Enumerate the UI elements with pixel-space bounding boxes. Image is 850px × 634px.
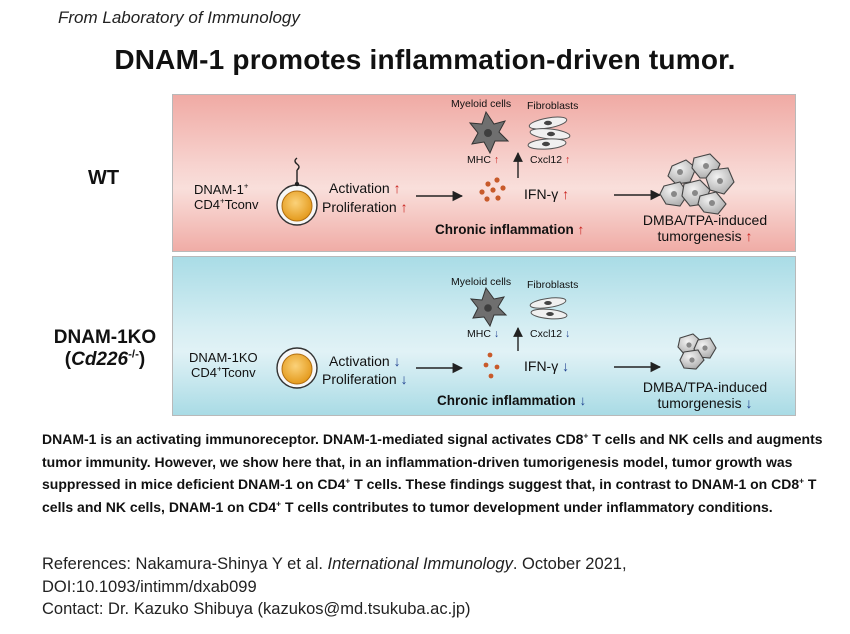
caption-part-4: T cells and NK cells, DNAM-1 on CD4 (42, 476, 817, 515)
down-arrow-icon: ↓ (393, 353, 401, 369)
ko-tumor-line2: tumorgenesis (657, 395, 742, 411)
caption-part-1: DNAM-1 is an activating immunoreceptor. … (42, 431, 584, 447)
wt-cell-label-tconv: Tconv (224, 197, 259, 212)
ko-fibroblast-icon (529, 297, 568, 320)
ko-cxcl12-label: Cxcl12 ↓ (530, 328, 570, 340)
down-arrow-icon: ↓ (400, 371, 408, 387)
ko-proliferation-label: Proliferation ↓ (322, 371, 408, 387)
caption-part-2: T cells and NK cells and augments tumor … (42, 431, 823, 492)
wt-chronic-text: Chronic inflammation (435, 222, 574, 237)
up-arrow-icon: ↑ (577, 222, 585, 237)
ko-ifn-label: IFN-γ ↓ (524, 358, 569, 374)
wt-ifn-label: IFN-γ ↑ (524, 186, 569, 202)
wt-cell-label: DNAM-1+ CD4+Tconv (194, 182, 259, 212)
up-arrow-icon: ↑ (565, 154, 571, 166)
reference-doi: DOI:10.1093/intimm/dxab099 (42, 577, 257, 596)
ko-row-label: DNAM-1KO (Cd226-/-) (53, 327, 157, 370)
ko-tumor-icon (677, 333, 717, 370)
ko-proliferation-text: Proliferation (322, 371, 397, 387)
reference-suffix: . October 2021, (512, 555, 627, 573)
wt-cell-label-sup: + (243, 181, 249, 191)
ko-tumor-line1: DMBA/TPA-induced (642, 379, 768, 395)
ko-row-label-line1: DNAM-1KO (53, 327, 157, 348)
wt-cxcl12-text: Cxcl12 (530, 154, 563, 166)
wt-fibroblast-label: Fibroblasts (527, 100, 579, 112)
ko-activation-label: Activation ↓ (329, 353, 401, 369)
ko-cell-label-cd4: CD4 (191, 365, 218, 380)
ko-cell-label-tconv: Tconv (221, 365, 256, 380)
ko-tumor-label: DMBA/TPA-induced tumorgenesis ↓ (630, 379, 780, 411)
ko-fibroblast-label: Fibroblasts (527, 279, 579, 291)
wt-proliferation-label: Proliferation ↑ (322, 199, 408, 215)
wt-tumor-line1: DMBA/TPA-induced (642, 212, 768, 228)
wt-mhc-label: MHC ↑ (467, 154, 499, 166)
lab-name: From Laboratory of Immunology (58, 8, 300, 27)
wt-myeloid-label: Myeloid cells (451, 98, 512, 110)
caption-sup-1: + (583, 430, 589, 441)
ko-myeloid-cell-icon (469, 286, 508, 328)
wt-mhc-text: MHC (467, 154, 491, 166)
ko-row-label-sup: -/- (128, 348, 139, 361)
caption-part-3: T cells. These findings suggest that, in… (350, 476, 800, 492)
down-arrow-icon: ↓ (565, 328, 571, 340)
down-arrow-icon: ↓ (493, 328, 500, 340)
ko-chronic-text: Chronic inflammation (437, 393, 576, 408)
down-arrow-icon: ↓ (745, 395, 753, 411)
wt-proliferation-text: Proliferation (322, 199, 397, 215)
up-arrow-icon: ↑ (562, 186, 570, 202)
wt-tumor-label: DMBA/TPA-induced tumorgenesis ↑ (630, 212, 780, 244)
ko-cell-label-cd4-sup: + (217, 364, 222, 374)
ko-myeloid-label: Myeloid cells (451, 276, 512, 288)
wt-ifn-dots (479, 177, 506, 202)
ko-cell-label: DNAM-1KO CD4+Tconv (189, 350, 258, 380)
up-arrow-icon: ↑ (393, 180, 401, 196)
ko-mhc-label: MHC ↓ (467, 328, 499, 340)
wt-cd4-cell (276, 157, 318, 226)
references-block: References: Nakamura-Shinya Y et al. Int… (42, 553, 832, 621)
ko-ifn-dots (483, 352, 500, 379)
ko-chronic-label: Chronic inflammation ↓ (437, 393, 586, 408)
wt-activation-label: Activation ↑ (329, 180, 401, 196)
wt-tumor-line2: tumorgenesis (657, 228, 742, 244)
caption-part-5: T cells contributes to tumor development… (281, 498, 773, 515)
ko-cd4-cell (276, 347, 318, 389)
caption-sup-2: + (345, 475, 351, 486)
ko-row-label-gene: Cd226 (71, 349, 129, 370)
reference-line: References: Nakamura-Shinya Y et al. Int… (42, 553, 832, 576)
wt-row-label: WT (88, 167, 120, 189)
caption-sup-3: + (799, 475, 805, 486)
wt-activation-text: Activation (329, 180, 390, 196)
summary-caption: DNAM-1 is an activating immunoreceptor. … (42, 428, 832, 518)
ko-mhc-text: MHC (467, 328, 491, 340)
up-arrow-icon: ↑ (493, 154, 500, 166)
up-arrow-icon: ↑ (745, 228, 753, 244)
wt-cell-label-cd4-sup: + (220, 196, 225, 206)
contact-line: Contact: Dr. Kazuko Shibuya (kazukos@md.… (42, 600, 471, 618)
wt-myeloid-cell-icon (468, 110, 510, 155)
wt-tumor-icon (659, 153, 735, 215)
caption-sup-4: + (276, 497, 282, 508)
wt-cell-label-cd4: CD4 (194, 197, 221, 212)
down-arrow-icon: ↓ (579, 393, 587, 408)
ko-cell-label-line1: DNAM-1KO (189, 350, 258, 365)
wt-ifn-text: IFN-γ (524, 186, 559, 202)
reference-prefix: References: Nakamura-Shinya Y et al. (42, 555, 328, 573)
reference-journal: International Immunology (327, 555, 513, 573)
up-arrow-icon: ↑ (400, 199, 408, 215)
wt-cxcl12-label: Cxcl12 ↑ (530, 154, 570, 166)
ko-cxcl12-text: Cxcl12 (530, 328, 563, 340)
page-title: DNAM-1 promotes inflammation-driven tumo… (114, 44, 736, 75)
ko-ifn-text: IFN-γ (524, 358, 559, 374)
ko-activation-text: Activation (329, 353, 390, 369)
wt-fibroblast-icon (527, 116, 571, 150)
wt-chronic-label: Chronic inflammation ↑ (435, 222, 584, 237)
wt-cell-label-line1: DNAM-1 (194, 182, 244, 197)
down-arrow-icon: ↓ (562, 358, 570, 374)
